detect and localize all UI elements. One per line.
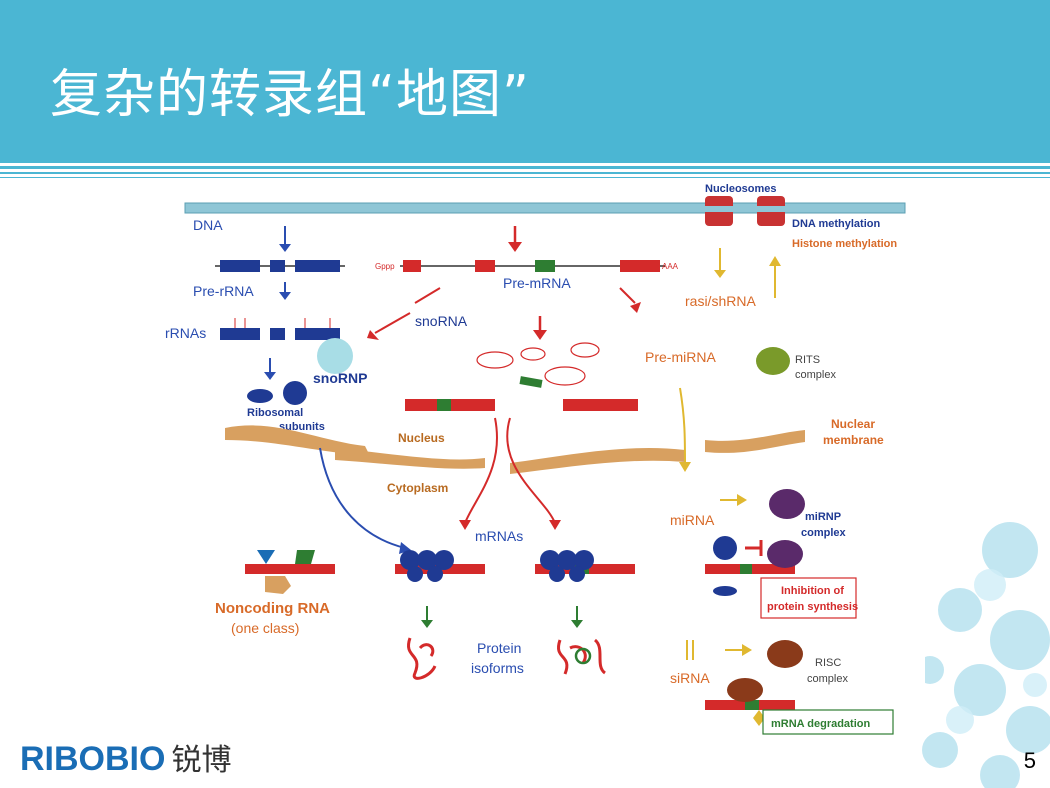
header-rule bbox=[0, 177, 1050, 178]
nuclear-membrane-left bbox=[225, 425, 370, 456]
mature-mrna-right bbox=[563, 399, 638, 411]
ribosome-small-icon bbox=[247, 389, 273, 403]
label-membrane: membrane bbox=[823, 433, 884, 447]
arrow-head-icon bbox=[508, 242, 522, 252]
nuclear-membrane-mid bbox=[335, 448, 485, 469]
label-mirna: miRNA bbox=[670, 512, 715, 528]
label-risc: RISC bbox=[815, 657, 841, 669]
label-pre-mirna: Pre-miRNA bbox=[645, 349, 716, 365]
label-mirnp-complex: complex bbox=[801, 527, 847, 539]
label-risc-complex: complex bbox=[807, 673, 848, 685]
label-nucleus: Nucleus bbox=[398, 431, 445, 445]
mrna-degradation-box bbox=[762, 709, 894, 735]
label-nuclear: Nuclear bbox=[831, 417, 875, 431]
nuclear-membrane-far bbox=[705, 430, 805, 453]
exon-icon bbox=[519, 376, 543, 388]
label-rasi-shrna: rasi/shRNA bbox=[685, 293, 756, 309]
protein-isoform-icon bbox=[574, 647, 592, 665]
header-bar bbox=[0, 0, 1050, 163]
arrow-icon bbox=[619, 287, 636, 304]
header-rule bbox=[0, 172, 1050, 174]
label-nucleosomes: Nucleosomes bbox=[705, 183, 777, 195]
mature-mrna-left bbox=[405, 399, 495, 411]
arrow-head-icon bbox=[367, 330, 379, 340]
nucleosome-icon bbox=[703, 196, 787, 226]
risc-complex-icon bbox=[767, 640, 803, 668]
decorative-corner bbox=[916, 522, 1050, 788]
lariat-icons bbox=[476, 342, 600, 386]
label-sirna: siRNA bbox=[670, 670, 710, 686]
label-noncoding-rna: Noncoding RNA bbox=[215, 600, 330, 617]
pre-rrna-gene bbox=[215, 260, 345, 272]
label-one-class: (one class) bbox=[231, 620, 299, 636]
label-rits-complex: complex bbox=[795, 369, 836, 381]
label-cytoplasm: Cytoplasm bbox=[387, 481, 448, 495]
arrow-head-icon bbox=[571, 620, 583, 628]
arrow-head-icon bbox=[679, 462, 691, 472]
nuclear-membrane-right bbox=[510, 447, 685, 474]
label-gppp: Gppp bbox=[375, 262, 395, 271]
label-protein-synthesis: protein synthesis bbox=[767, 601, 858, 613]
label-ribosomal: Ribosomal bbox=[247, 407, 303, 419]
header-rule bbox=[0, 166, 1050, 169]
arrow-head-icon bbox=[549, 520, 561, 530]
ribosome-large-icon bbox=[283, 381, 307, 405]
mirna-export-arrow bbox=[679, 387, 686, 467]
arrow-head-icon bbox=[279, 244, 291, 252]
export-arrow bbox=[319, 447, 406, 549]
arrow-icon bbox=[414, 287, 441, 304]
label-rrnas: rRNAs bbox=[165, 325, 206, 341]
label-snornp: snoRNP bbox=[313, 370, 367, 386]
mirnp-complex-icon bbox=[769, 489, 805, 519]
export-arrow bbox=[464, 417, 498, 524]
label-dna: DNA bbox=[193, 217, 223, 233]
label-snorna: snoRNA bbox=[415, 313, 468, 329]
arrow-head-icon bbox=[769, 256, 781, 266]
label-rits: RITS bbox=[795, 354, 820, 366]
rits-complex-icon bbox=[756, 347, 790, 375]
snornp-icon bbox=[317, 338, 353, 374]
arrow-head-icon bbox=[279, 292, 291, 300]
page-number: 5 bbox=[1023, 748, 1036, 773]
degraded-mrna bbox=[705, 678, 795, 726]
slide-title: 复杂的转录组“地图” bbox=[50, 65, 530, 125]
label-inhibition: Inhibition of bbox=[781, 585, 844, 597]
arrow-head-icon bbox=[714, 270, 726, 278]
dna-strand bbox=[184, 202, 906, 214]
transcriptome-diagram: Nucleosomes DNA methylation Histone meth… bbox=[165, 178, 925, 740]
label-protein: Protein bbox=[477, 640, 521, 656]
arrow-icon bbox=[374, 312, 411, 334]
label-pre-mrna: Pre-mRNA bbox=[503, 275, 571, 291]
label-mirnp: miRNP bbox=[805, 511, 841, 523]
label-mrnas: mRNAs bbox=[475, 528, 523, 544]
rrna-molecules bbox=[220, 318, 340, 340]
arrow-head-icon bbox=[533, 330, 547, 340]
label-histone-methylation: Histone methylation bbox=[792, 238, 897, 250]
inhibition-box bbox=[760, 577, 857, 619]
pre-mrna-molecule bbox=[400, 260, 665, 272]
arrow-head-icon bbox=[264, 372, 276, 380]
arrow-head-icon bbox=[737, 494, 747, 506]
label-subunits: subunits bbox=[279, 421, 325, 433]
label-aaa: AAA bbox=[662, 262, 679, 271]
translating-mrna-left bbox=[395, 550, 485, 582]
arrow-head-icon bbox=[630, 302, 641, 313]
arrow-head-icon bbox=[459, 520, 471, 530]
arrow-head-icon bbox=[742, 644, 752, 656]
arrow-head-icon bbox=[421, 620, 433, 628]
logo-text: RIBOBIO bbox=[20, 740, 166, 778]
repressed-mrna bbox=[705, 536, 803, 596]
label-dna-methylation: DNA methylation bbox=[792, 218, 880, 230]
export-arrow bbox=[506, 417, 556, 524]
label-isoforms: isoforms bbox=[471, 660, 524, 676]
noncoding-rna-molecule bbox=[245, 550, 335, 594]
translating-mrna-right bbox=[535, 550, 635, 582]
label-pre-rrna: Pre-rRNA bbox=[193, 283, 254, 299]
label-mrna-degradation: mRNA degradation bbox=[771, 718, 870, 730]
logo-cn-text: 锐博 bbox=[171, 743, 232, 778]
protein-icon bbox=[407, 637, 437, 680]
